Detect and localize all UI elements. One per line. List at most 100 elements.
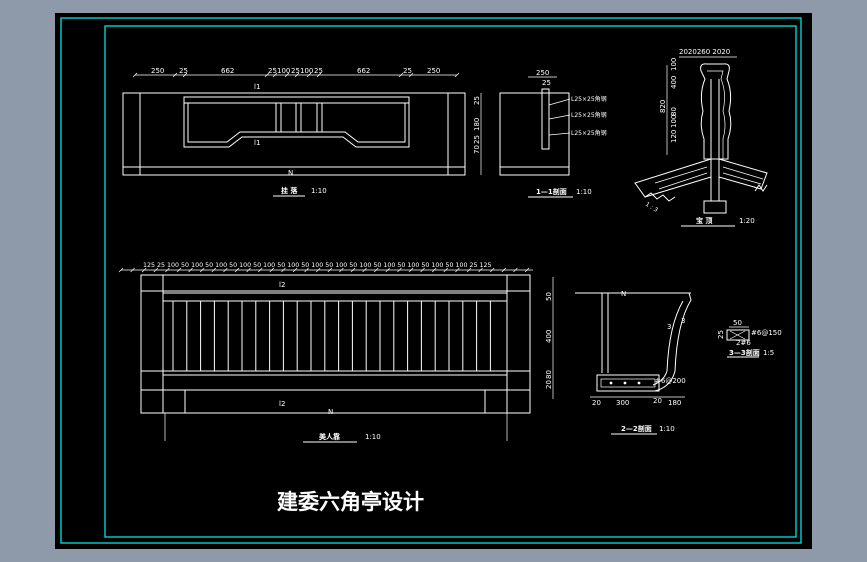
bench-label-l2-bottom: l2 <box>279 400 285 408</box>
dim-tick <box>431 267 437 273</box>
dim-tick <box>130 267 135 273</box>
rebar-dot <box>623 381 627 385</box>
dim-tick <box>339 267 344 273</box>
elevation-label-l1-top: l1 <box>254 83 260 91</box>
bench-dim-top: 125 25 100 50 100 50 100 50 100 50 100 5… <box>143 262 492 269</box>
rebar-dot <box>609 381 613 385</box>
elevation-label-l1-mid: l1 <box>254 139 260 147</box>
dim-tick <box>165 267 170 273</box>
dim-tick <box>398 72 404 78</box>
elevation-hanging-screen: 250 25 662 25 100 25 100 25 662 25 250 l… <box>122 67 482 197</box>
section2-dim-1: 300 <box>616 399 629 407</box>
dim-tick <box>408 72 414 78</box>
section1-dim-0: 250 <box>536 69 549 77</box>
bench-scale: 1:10 <box>365 433 381 441</box>
bench-rdim-2: 80 <box>545 370 553 379</box>
elevation-dim-9: 25 <box>403 67 412 75</box>
dim-tick <box>306 72 312 78</box>
dim-tick <box>294 72 300 78</box>
roof-slope-left <box>634 158 712 198</box>
dim-tick <box>397 267 402 273</box>
dim-tick <box>269 267 275 273</box>
elevation-dim-3: 25 <box>268 67 277 75</box>
dim-tick <box>246 267 251 273</box>
section2-caption: 2—2剖面 <box>621 424 652 433</box>
dim-tick <box>443 267 449 273</box>
elevation-scale: 1:10 <box>311 187 327 195</box>
roof-ldim-0: 820 <box>659 100 667 113</box>
section1-annotation-2: L25×25角钢 <box>571 129 607 137</box>
elevation-label-n: N <box>288 169 293 177</box>
outer-border <box>60 17 802 544</box>
bench-elevation: 125 25 100 50 100 50 100 50 100 50 100 5… <box>118 262 554 443</box>
roof-scale: 1:20 <box>739 217 755 225</box>
dim-tick <box>362 267 367 273</box>
elevation-dim-2: 662 <box>221 67 234 75</box>
roof-slope-right <box>718 158 768 190</box>
section2-scale: 1:10 <box>659 425 675 433</box>
elevation-dim-8: 662 <box>357 67 370 75</box>
section3-dim-3: 2#6 <box>736 339 751 347</box>
section2-dim-2: 20 <box>653 397 662 405</box>
drawing-title: 建委六角亭设计 <box>277 490 424 514</box>
section-1-1: 250 25 L25×25角钢 L25×25角钢 L25×25角钢 1—1剖面 … <box>499 69 607 198</box>
roof-finial: 2020260 2020 820 400 100 120 100 80 1 : … <box>634 48 768 227</box>
roof-ldim-5: 80 <box>670 107 678 116</box>
elevation-dim-4: 100 <box>277 67 290 75</box>
bench-rdim-1: 400 <box>545 330 553 343</box>
elevation-dim-ticks <box>132 72 460 78</box>
dim-tick <box>408 267 414 273</box>
dim-tick <box>132 72 138 78</box>
roof-ldim-3: 120 <box>670 130 678 143</box>
roof-dim-top: 2020260 2020 <box>679 48 730 56</box>
dim-tick <box>304 267 309 273</box>
dim-tick <box>489 267 495 273</box>
section-2-2: N 3 3 #6@200 20 300 20 180 2—2剖面 1:10 <box>575 290 692 435</box>
dim-tick <box>316 72 322 78</box>
dim-tick <box>284 72 290 78</box>
dim-tick <box>466 267 472 273</box>
dim-tick <box>153 267 159 273</box>
roof-slope-note: 1 : 3 <box>644 201 659 214</box>
dim-tick <box>272 72 278 78</box>
elevation-dim-0: 250 <box>151 67 164 75</box>
elevation-dim-5: 25 <box>291 67 300 75</box>
elevation-dim-6: 100 <box>300 67 313 75</box>
section1-caption: 1—1剖面 <box>536 187 567 196</box>
dim-tick <box>141 267 147 273</box>
dim-tick <box>420 267 425 273</box>
section2-seat <box>596 374 660 392</box>
section3-dim-0: 50 <box>733 319 742 327</box>
dim-tick <box>188 267 193 273</box>
elevation-rdim-3: 70 <box>473 145 481 154</box>
roof-ldim-1: 400 <box>670 76 678 89</box>
bench-dim-ticks <box>118 267 530 273</box>
bench-rdim-3: 20 <box>545 380 553 389</box>
dim-tick <box>455 267 460 273</box>
dim-tick <box>234 267 240 273</box>
rebar-dot <box>637 381 641 385</box>
section3-caption: 3—3剖面 <box>729 348 760 357</box>
dim-tick <box>176 267 182 273</box>
cad-viewport[interactable]: 250 25 662 25 100 25 100 25 662 25 250 l… <box>55 13 812 549</box>
dim-tick <box>327 267 333 273</box>
section1-scale: 1:10 <box>576 188 592 196</box>
bench-label-l2-top: l2 <box>279 281 285 289</box>
section-3-3: 50 25 #6@150 2#6 3—3剖面 1:5 <box>717 319 782 358</box>
drawing-canvas[interactable]: 250 25 662 25 100 25 100 25 662 25 250 l… <box>55 13 812 549</box>
dim-tick <box>182 72 188 78</box>
roof-caption: 宝 顶 <box>696 216 712 225</box>
elevation-rdim-1: 180 <box>473 118 481 131</box>
bench-outline <box>140 274 531 414</box>
roof-ldim-4: 100 <box>670 115 678 128</box>
elevation-rdim-0: 25 <box>473 96 481 105</box>
elevation-caption: 挂 落 <box>281 186 298 195</box>
section2-rebar-note: #6@200 <box>655 377 686 385</box>
section2-label-n: N <box>621 290 626 298</box>
section2-label-3b: 3 <box>681 317 685 325</box>
inner-border <box>104 25 797 538</box>
section2-rebar <box>609 381 641 385</box>
dim-tick <box>199 267 205 273</box>
section2-label-3a: 3 <box>667 323 671 331</box>
finial-outline <box>700 63 732 160</box>
